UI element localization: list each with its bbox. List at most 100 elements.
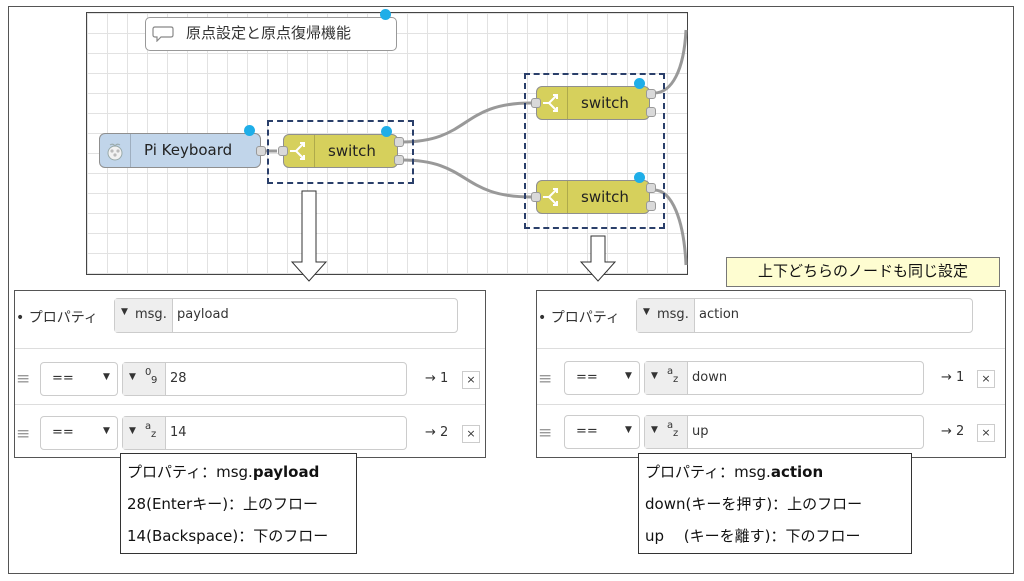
dropdown-icon: ▼ xyxy=(651,425,658,435)
right-property-value: action xyxy=(699,307,740,322)
right-rule1-type-select[interactable] xyxy=(645,362,688,394)
switch-label: switch xyxy=(581,188,629,206)
switch-icon xyxy=(284,135,315,167)
divider xyxy=(537,348,1005,349)
right-rule1-output: → 1 xyxy=(941,370,965,385)
right-rule2-operator-select[interactable]: == ▼ xyxy=(564,415,640,449)
drag-handle-icon[interactable]: ≡ xyxy=(16,424,31,444)
left-explanation-note: プロパティ：msg.payload 28(Enterキー)：上のフロー 14(B… xyxy=(120,453,357,554)
note-line-1: プロパティ：msg.action xyxy=(645,463,824,481)
switch-main-output-1[interactable] xyxy=(394,137,404,147)
switch-main-output-2[interactable] xyxy=(394,155,404,165)
left-rule2-value: 14 xyxy=(170,425,187,440)
dropdown-icon: ▼ xyxy=(651,371,658,381)
wire-top-out xyxy=(653,29,688,95)
switch-top-output-1[interactable] xyxy=(646,89,656,99)
left-rule1-operator-select[interactable]: == ▼ xyxy=(40,362,118,396)
switch-top-input-port[interactable] xyxy=(531,98,541,108)
comment-text: 原点設定と原点復帰機能 xyxy=(186,24,352,42)
drag-handle-icon[interactable]: ≡ xyxy=(538,369,553,389)
switch-label: switch xyxy=(581,94,629,112)
down-arrow-right xyxy=(579,235,617,282)
note-line-1: プロパティ：msg.payload xyxy=(127,463,320,481)
pi-keyboard-node[interactable]: Pi Keyboard xyxy=(99,133,261,168)
figure-frame xyxy=(8,6,1014,574)
right-rule2-output: → 2 xyxy=(941,424,965,439)
switch-bottom-input-port[interactable] xyxy=(531,192,541,202)
right-rule1-value-input[interactable]: ▼ a z down xyxy=(644,361,924,395)
left-property-input[interactable]: ▼ msg. payload xyxy=(114,298,458,333)
divider xyxy=(537,404,1005,405)
switch-label: switch xyxy=(328,142,376,160)
string-type-icon: a xyxy=(145,421,152,432)
left-rule1-type-select[interactable] xyxy=(123,363,166,395)
delete-rule-icon[interactable]: × xyxy=(462,371,480,389)
same-settings-callout: 上下どちらのノードも同じ設定 xyxy=(726,257,1000,287)
string-type-icon-sub: z xyxy=(151,429,157,440)
wire-switch-to-bottom xyxy=(401,158,532,199)
left-rule2-value-input[interactable]: ▼ a z 14 xyxy=(122,416,407,450)
left-rule2-operator-select[interactable]: == ▼ xyxy=(40,416,118,450)
string-type-icon-sub: z xyxy=(673,374,679,385)
switch-node-main[interactable]: switch xyxy=(283,134,398,168)
drag-handle-icon[interactable]: ≡ xyxy=(538,423,553,443)
right-rule2-value-input[interactable]: ▼ a z up xyxy=(644,415,924,449)
left-property-label: • プロパティ xyxy=(16,310,98,326)
comment-bubble-icon xyxy=(152,26,174,42)
right-property-input[interactable]: ▼ msg. action xyxy=(636,298,973,333)
drag-handle-icon[interactable]: ≡ xyxy=(16,369,31,389)
right-property-label: • プロパティ xyxy=(538,310,620,326)
left-property-value: payload xyxy=(177,307,229,322)
dropdown-icon: ▼ xyxy=(129,426,136,436)
operator-label: == xyxy=(576,424,598,439)
switch-bottom-output-2[interactable] xyxy=(646,201,656,211)
delete-rule-icon[interactable]: × xyxy=(462,425,480,443)
switch-bottom-changed-dot xyxy=(634,172,645,183)
delete-rule-icon[interactable]: × xyxy=(977,370,995,388)
switch-node-bottom[interactable]: switch xyxy=(536,180,650,214)
comment-changed-dot xyxy=(380,9,391,20)
switch-main-input-port[interactable] xyxy=(278,146,288,156)
switch-top-output-2[interactable] xyxy=(646,107,656,117)
dropdown-icon: ▼ xyxy=(643,307,650,317)
divider xyxy=(15,404,485,405)
flow-canvas[interactable] xyxy=(86,12,688,275)
left-rule1-value-input[interactable]: ▼ 0 9 28 xyxy=(122,362,407,396)
pi-keyboard-changed-dot xyxy=(244,125,255,136)
pi-keyboard-output-port[interactable] xyxy=(256,146,266,156)
selection-box-first-switch xyxy=(267,120,414,184)
switch-node-top[interactable]: switch xyxy=(536,86,650,120)
chevron-down-icon: ▼ xyxy=(625,371,632,381)
left-property-type-select[interactable] xyxy=(115,299,173,332)
string-type-icon: a xyxy=(667,420,674,431)
switch-icon xyxy=(537,181,568,213)
right-rule1-operator-select[interactable]: == ▼ xyxy=(564,361,640,395)
switch-bottom-output-1[interactable] xyxy=(646,183,656,193)
down-arrow-left xyxy=(290,190,328,282)
delete-rule-icon[interactable]: × xyxy=(977,424,995,442)
switch-top-changed-dot xyxy=(634,78,645,89)
note-line-3: up (キーを離す)：下のフロー xyxy=(645,527,861,545)
raspberry-icon xyxy=(100,134,131,167)
note-line-2: down(キーを押す)：上のフロー xyxy=(645,495,863,513)
dropdown-icon: ▼ xyxy=(121,307,128,317)
left-rule1-value: 28 xyxy=(170,371,187,386)
chevron-down-icon: ▼ xyxy=(103,372,110,382)
selection-box-second-switches xyxy=(524,73,665,229)
left-rule2-type-select[interactable] xyxy=(123,417,166,449)
right-rule1-value: down xyxy=(692,370,728,385)
right-rule2-type-select[interactable] xyxy=(645,416,688,448)
chevron-down-icon: ▼ xyxy=(625,425,632,435)
msg-prefix: msg. xyxy=(657,307,689,322)
divider xyxy=(15,348,485,349)
switch-main-changed-dot xyxy=(381,126,392,137)
dropdown-icon: ▼ xyxy=(129,372,136,382)
number-type-icon: 0 xyxy=(145,367,152,378)
chevron-down-icon: ▼ xyxy=(103,426,110,436)
right-explanation-note: プロパティ：msg.action down(キーを押す)：上のフロー up (キ… xyxy=(638,453,912,554)
right-rule2-value: up xyxy=(692,424,709,439)
number-type-icon-sub: 9 xyxy=(151,375,158,386)
right-property-type-select[interactable] xyxy=(637,299,695,332)
comment-node[interactable] xyxy=(145,17,397,51)
